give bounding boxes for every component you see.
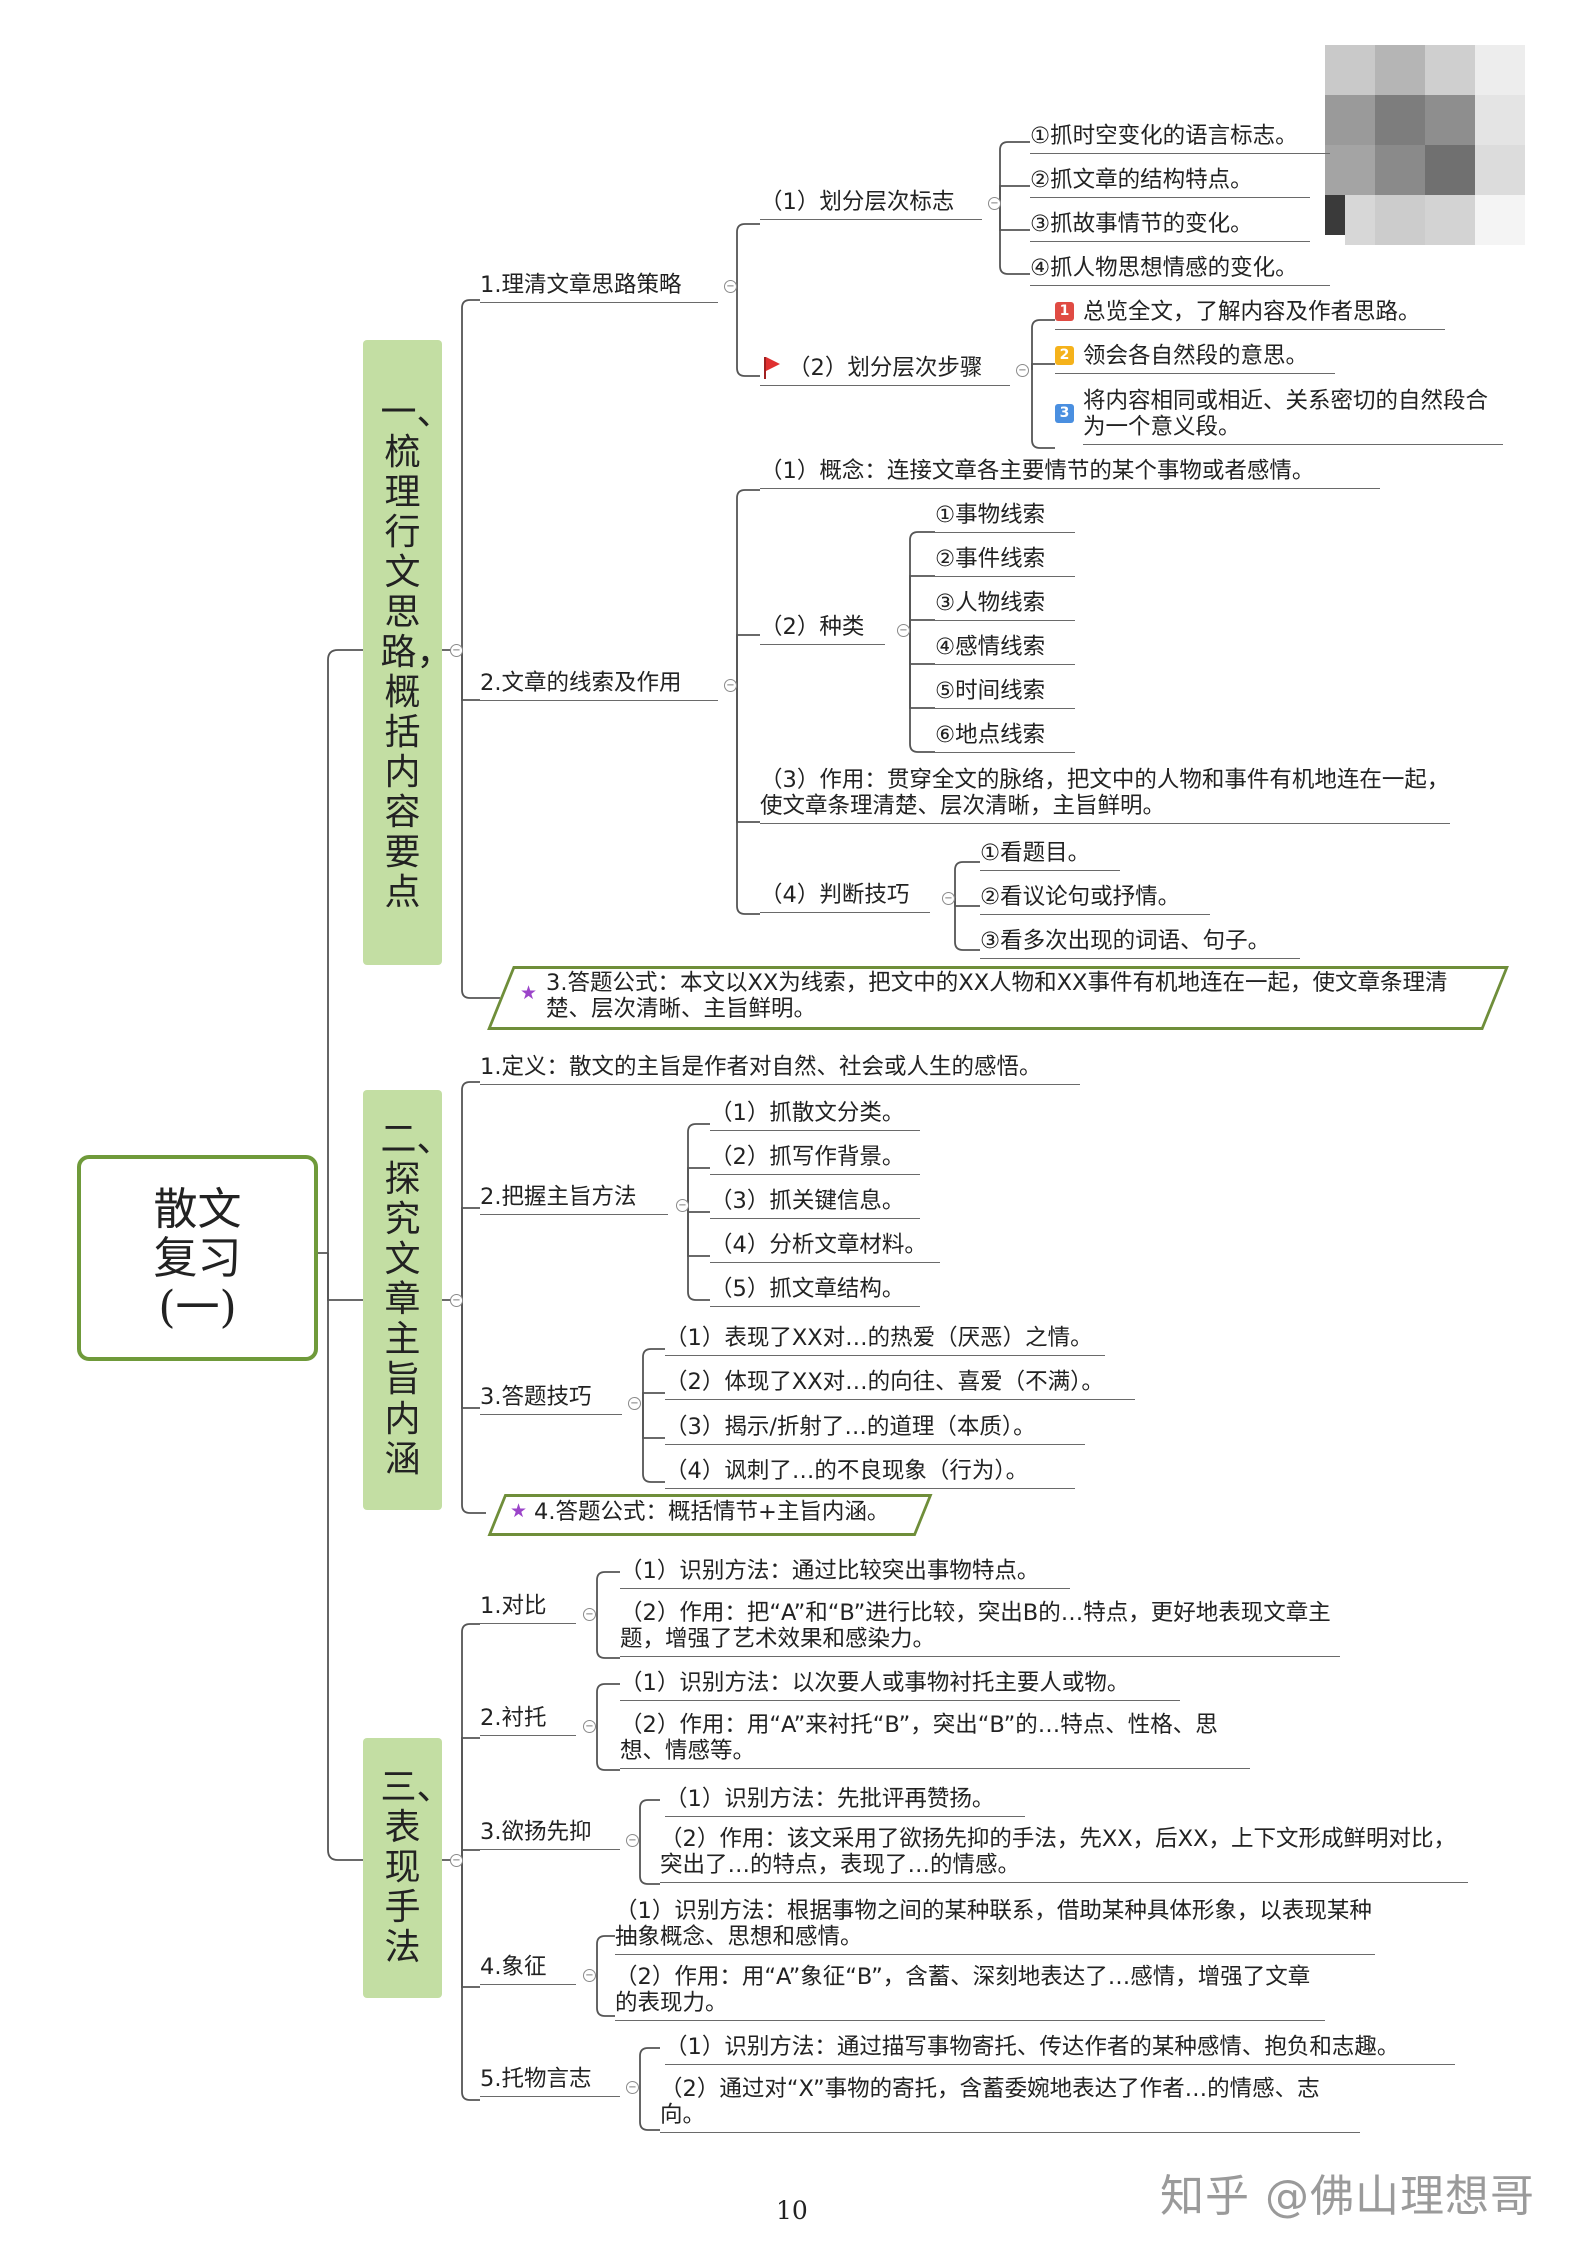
collapse-icon[interactable]: −: [724, 280, 737, 293]
collapse-icon[interactable]: −: [450, 1854, 463, 1867]
subgroup-label[interactable]: （2）种类: [760, 614, 885, 645]
list-item[interactable]: （1）识别方法：先批评再赞扬。: [665, 1786, 1025, 1817]
list-item[interactable]: ④抓人物思想情感的变化。: [1030, 255, 1330, 286]
collapse-icon[interactable]: −: [583, 1969, 596, 1982]
list-item[interactable]: 总览全文，了解内容及作者思路。: [1055, 299, 1445, 330]
root-title: 散文复习(一): [153, 1183, 242, 1333]
list-item[interactable]: ①事物线索: [935, 502, 1075, 533]
subgroup-label[interactable]: （3）作用：贯穿全文的脉络，把文中的人物和事件有机地连在一起，使文章条理清楚、层…: [760, 767, 1450, 824]
collapse-icon[interactable]: −: [626, 2081, 639, 2094]
list-item[interactable]: （1）识别方法：通过描写事物寄托、传达作者的某种感情、抱负和志趣。: [665, 2034, 1455, 2065]
formula-text: 3.答题公式：本文以XX为线索，把文中的XX人物和XX事件有机地连在一起，使文章…: [546, 970, 1448, 1022]
group-label[interactable]: 3.答题技巧: [480, 1384, 622, 1415]
group-label[interactable]: 5.托物言志: [480, 2066, 620, 2097]
list-item[interactable]: （2）抓写作背景。: [710, 1144, 920, 1175]
list-item[interactable]: （1）表现了XX对…的热爱（厌恶）之情。: [665, 1325, 1105, 1356]
list-item[interactable]: ⑥地点线索: [935, 722, 1075, 753]
list-item[interactable]: （1）识别方法：以次要人或事物衬托主要人或物。: [620, 1670, 1180, 1701]
group-label[interactable]: 1.理清文章思路策略: [480, 272, 718, 303]
list-item[interactable]: ②抓文章的结构特点。: [1030, 167, 1310, 198]
watermark: 知乎 @佛山理想哥: [1160, 2171, 1535, 2222]
list-item[interactable]: ①抓时空变化的语言标志。: [1030, 123, 1330, 154]
list-item[interactable]: （2）作用：用“A”象征“B”，含蓄、深刻地表达了…感情，增强了文章的表现力。: [615, 1964, 1325, 2021]
red-flag-icon: [764, 357, 780, 381]
group-label[interactable]: 1.定义：散文的主旨是作者对自然、社会或人生的感悟。: [480, 1054, 1080, 1085]
collapse-icon[interactable]: −: [988, 197, 1001, 210]
list-item[interactable]: ③抓故事情节的变化。: [1030, 211, 1310, 242]
collapse-icon[interactable]: −: [628, 1397, 641, 1410]
group-label[interactable]: 2.把握主旨方法: [480, 1184, 668, 1215]
list-item[interactable]: （2）作用：该文采用了欲扬先抑的手法，先XX，后XX，上下文形成鲜明对比，突出了…: [660, 1826, 1468, 1883]
group-label[interactable]: 4.象征: [480, 1954, 576, 1985]
section-1-node[interactable]: 一、梳理行文思路，概括内容要点: [363, 340, 453, 965]
collapse-icon[interactable]: −: [450, 1294, 463, 1307]
number-1-icon: 1: [1055, 302, 1074, 321]
subgroup-label[interactable]: （4）判断技巧: [760, 882, 930, 913]
group-label[interactable]: 1.对比: [480, 1593, 576, 1624]
group-label[interactable]: 2.衬托: [480, 1705, 576, 1736]
collapse-icon[interactable]: −: [1016, 364, 1029, 377]
group-label[interactable]: 2.文章的线索及作用: [480, 670, 718, 701]
section-3-node[interactable]: 三、表现手法: [363, 1738, 453, 1998]
number-2-icon: 2: [1055, 346, 1074, 365]
list-item[interactable]: ⑤时间线索: [935, 678, 1075, 709]
list-item[interactable]: 领会各自然段的意思。: [1055, 343, 1335, 374]
star-icon: ★: [510, 1500, 528, 1522]
collapse-icon[interactable]: −: [626, 1834, 639, 1847]
group-label[interactable]: 3.欲扬先抑: [480, 1819, 620, 1850]
star-icon: ★: [520, 982, 538, 1004]
list-item[interactable]: ③人物线索: [935, 590, 1075, 621]
list-item[interactable]: （3）揭示/折射了…的道理（本质）。: [665, 1414, 1085, 1445]
page-number: 10: [776, 2196, 808, 2225]
list-item[interactable]: （3）抓关键信息。: [710, 1188, 920, 1219]
root-node[interactable]: 散文复习(一): [77, 1155, 318, 1361]
section-2-title: 二、探究文章主旨内涵: [380, 1119, 453, 1480]
list-item[interactable]: ④感情线索: [935, 634, 1075, 665]
list-item[interactable]: ②事件线索: [935, 546, 1075, 577]
subgroup-label[interactable]: （1）划分层次标志: [760, 189, 982, 220]
list-item[interactable]: 将内容相同或相近、关系密切的自然段合为一个意义段。: [1083, 388, 1503, 445]
list-item[interactable]: （1）识别方法：通过比较突出事物特点。: [620, 1558, 1070, 1589]
list-item[interactable]: ②看议论句或抒情。: [980, 884, 1210, 915]
formula-text: 4.答题公式：概括情节+主旨内涵。: [534, 1499, 890, 1525]
collapse-icon[interactable]: −: [583, 1608, 596, 1621]
collapse-icon[interactable]: −: [583, 1720, 596, 1733]
collapse-icon[interactable]: −: [676, 1199, 689, 1212]
list-item[interactable]: ③看多次出现的词语、句子。: [980, 928, 1300, 959]
section-1-title: 一、梳理行文思路，概括内容要点: [380, 391, 453, 913]
subgroup-label[interactable]: （1）概念：连接文章各主要情节的某个事物或者感情。: [760, 458, 1380, 489]
list-item[interactable]: （5）抓文章结构。: [710, 1276, 920, 1307]
number-3-icon: 3: [1055, 404, 1074, 423]
list-item[interactable]: （4）分析文章材料。: [710, 1232, 940, 1263]
list-item[interactable]: （1）抓散文分类。: [710, 1100, 920, 1131]
section-3-title: 三、表现手法: [380, 1767, 453, 1968]
pixelated-avatar: [1325, 45, 1525, 245]
collapse-icon[interactable]: −: [897, 624, 910, 637]
list-item[interactable]: （2）作用：把“A”和“B”进行比较，突出B的…特点，更好地表现文章主题，增强了…: [620, 1600, 1340, 1657]
list-item[interactable]: （2）作用：用“A”来衬托“B”，突出“B”的…特点、性格、思想、情感等。: [620, 1712, 1250, 1769]
collapse-icon[interactable]: −: [942, 892, 955, 905]
list-item[interactable]: （2）体现了XX对…的向往、喜爱（不满）。: [665, 1369, 1135, 1400]
list-item[interactable]: ①看题目。: [980, 840, 1120, 871]
collapse-icon[interactable]: −: [450, 644, 463, 657]
collapse-icon[interactable]: −: [724, 679, 737, 692]
list-item[interactable]: （2）通过对“X”事物的寄托，含蓄委婉地表达了作者…的情感、志向。: [660, 2076, 1360, 2133]
subgroup-label[interactable]: （2）划分层次步骤: [760, 355, 1010, 386]
list-item[interactable]: （4）讽刺了…的不良现象（行为）。: [665, 1458, 1075, 1489]
section-2-node[interactable]: 二、探究文章主旨内涵: [363, 1090, 453, 1510]
list-item[interactable]: （1）识别方法：根据事物之间的某种联系，借助某种具体形象，以表现某种抽象概念、思…: [615, 1898, 1375, 1955]
